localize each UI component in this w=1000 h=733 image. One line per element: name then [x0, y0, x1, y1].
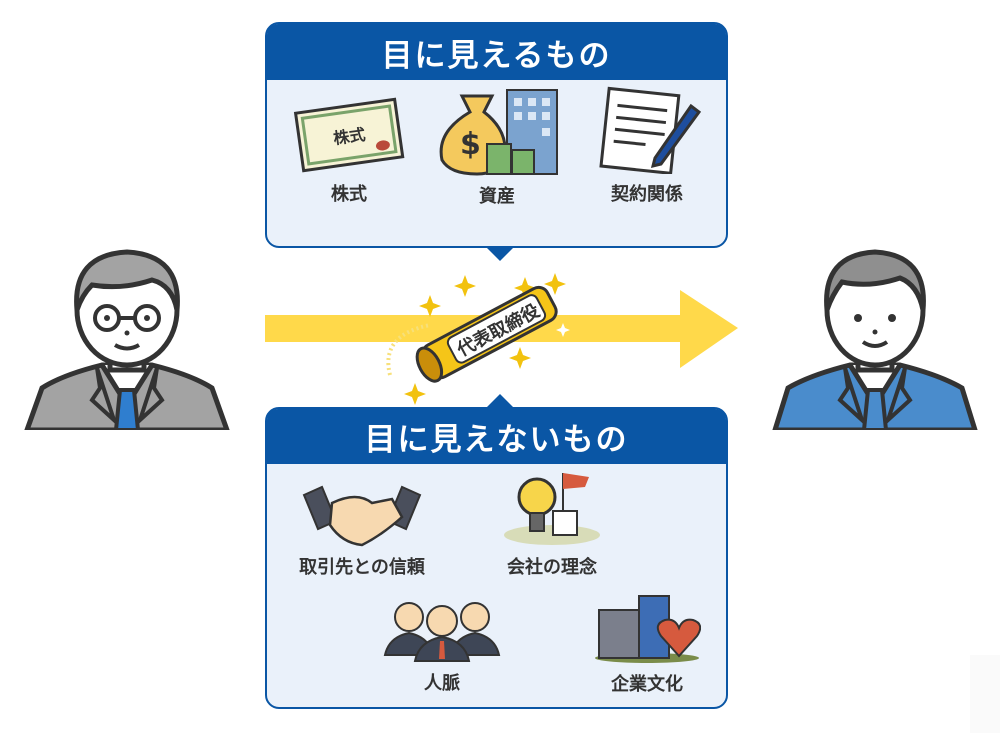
money-bag-building-icon: $: [432, 82, 562, 176]
invisible-item-label: 企業文化: [611, 674, 683, 695]
young-businessman-icon: [771, 249, 979, 433]
golden-baton-icon: 代表取締役: [386, 273, 570, 405]
handshake-icon: [302, 485, 422, 547]
invisible-assets-title: 目に見えないもの: [267, 409, 726, 464]
lightbulb-flag-icon: [497, 469, 607, 547]
panel-pointer-down: [486, 247, 514, 261]
stock-certificate-icon: 株式: [293, 94, 405, 174]
visible-item-stock: 株式 株式: [289, 94, 409, 206]
contract-pen-icon: [591, 86, 703, 174]
invisible-item-label: 取引先との信頼: [299, 557, 425, 578]
business-people-icon: [379, 589, 505, 663]
older-businessman-glasses-icon: [23, 249, 231, 433]
representative-director-baton: 代表取締役: [370, 255, 590, 409]
invisible-item-label: 人脈: [424, 673, 460, 694]
visible-item-contract: 契約関係: [582, 86, 712, 206]
background-artifact: [970, 655, 1000, 733]
visible-assets-panel: 目に見えるもの 株式 株式 $ 資産: [265, 22, 728, 248]
visible-item-label: 契約関係: [611, 184, 683, 205]
visible-assets-title: 目に見えるもの: [267, 24, 726, 80]
visible-item-label: 資産: [479, 186, 515, 207]
invisible-item-label: 会社の理念: [507, 557, 597, 578]
invisible-item-network: 人脈: [377, 589, 507, 695]
visible-item-assets: $ 資産: [432, 82, 562, 208]
from-person: [22, 240, 232, 434]
invisible-item-culture: 企業文化: [587, 594, 707, 696]
invisible-item-trust: 取引先との信頼: [277, 485, 447, 579]
to-person: [770, 240, 980, 434]
visible-item-label: 株式: [331, 184, 367, 205]
invisible-assets-panel: 目に見えないもの 取引先との信頼 会社の理念: [265, 407, 728, 709]
svg-text:$: $: [460, 127, 481, 162]
building-heart-icon: [593, 594, 701, 664]
svg-text:株式: 株式: [332, 125, 366, 148]
invisible-item-philosophy: 会社の理念: [487, 469, 617, 579]
panel-pointer-up: [486, 394, 514, 408]
